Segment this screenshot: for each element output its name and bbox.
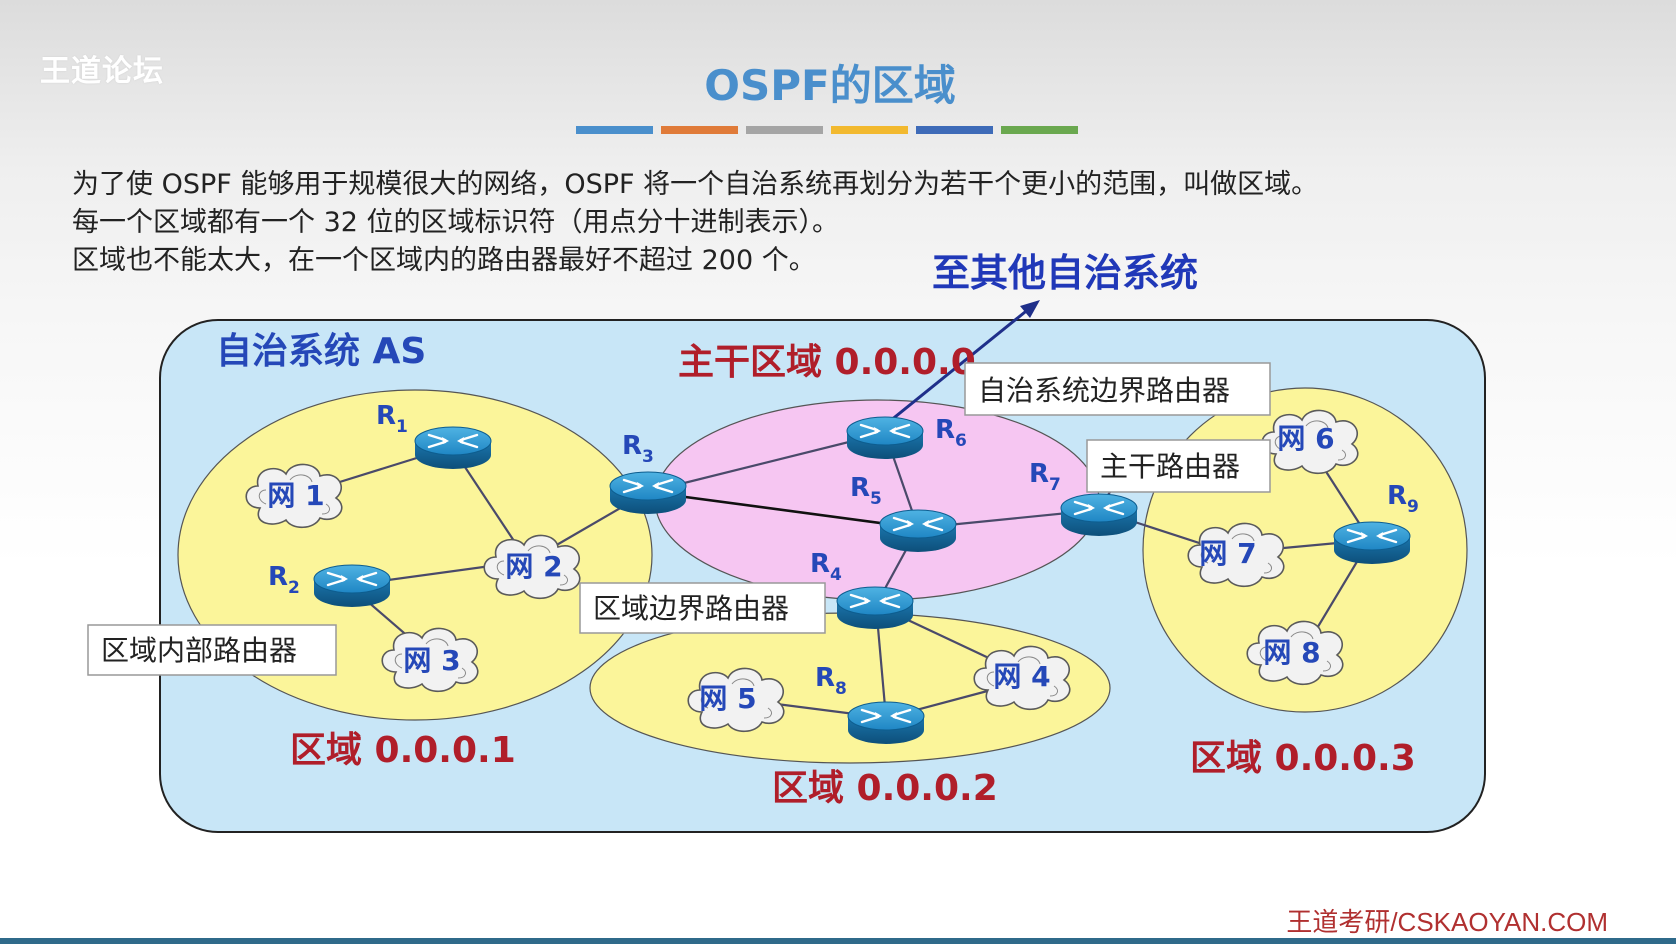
router-r5-icon <box>878 508 958 554</box>
callout-backbone-router-box <box>1086 439 1271 493</box>
router-letter: R <box>622 431 642 461</box>
network-label: 网 2 <box>505 550 562 583</box>
network-label: 网 5 <box>699 682 756 715</box>
callout-backbone-router: 主干路由器 <box>1100 450 1240 483</box>
network-label: 网 6 <box>1277 422 1334 455</box>
router-letter: R <box>268 562 288 592</box>
color-bar-segment <box>831 126 908 134</box>
router-subscript: 7 <box>1049 475 1061 495</box>
router-r3-icon <box>608 470 688 516</box>
router-letter: R <box>1387 481 1407 511</box>
area3-label: 区域 0.0.0.3 <box>1190 738 1416 779</box>
network-label: 网 4 <box>993 660 1050 693</box>
color-bar-segment <box>916 126 993 134</box>
color-bar-segment <box>661 126 738 134</box>
router-r9-icon <box>1332 520 1412 566</box>
router-r7-icon <box>1059 492 1139 538</box>
network-label: 网 7 <box>1199 537 1256 570</box>
router-r6-icon <box>845 415 925 461</box>
router-subscript: 5 <box>870 489 882 509</box>
watermark-logo: 王道论坛 <box>40 54 164 89</box>
router-subscript: 4 <box>830 565 842 585</box>
router-label-r9: R9 <box>1387 481 1419 517</box>
intro-line: 区域也不能太大，在一个区域内的路由器最好不超过 200 个。 <box>72 245 816 276</box>
to-other-as-label: 至其他自治系统 <box>932 251 1198 295</box>
router-subscript: 1 <box>396 417 408 437</box>
title-color-bar <box>576 126 1078 134</box>
intro-text: 为了使 OSPF 能够用于规模很大的网络，OSPF 将一个自治系统再划分为若干个… <box>72 166 1318 280</box>
callout-abr: 区域边界路由器 <box>593 592 789 625</box>
arrow-head-icon <box>1020 300 1040 318</box>
slide-title: OSPF的区域 <box>704 61 956 110</box>
router-letter: R <box>1029 459 1049 489</box>
router-label-r6: R6 <box>935 415 967 451</box>
arrow-to-other-as <box>884 306 1031 427</box>
router-subscript: 8 <box>835 679 847 699</box>
intro-line: 每一个区域都有一个 32 位的区域标识符（用点分十进制表示）。 <box>72 207 840 238</box>
bottom-strip <box>0 938 1676 944</box>
router-label-r7: R7 <box>1029 459 1061 495</box>
network-label: 网 3 <box>403 644 460 677</box>
callout-abr-box <box>579 582 826 634</box>
link-r3-r5 <box>647 490 919 530</box>
router-subscript: 3 <box>642 447 654 467</box>
network-label: 网 8 <box>1263 636 1320 669</box>
router-label-r4: R4 <box>810 549 842 585</box>
intro-line: 为了使 OSPF 能够用于规模很大的网络，OSPF 将一个自治系统再划分为若干个… <box>72 169 1319 200</box>
router-letter: R <box>850 473 870 503</box>
color-bar-segment <box>1001 126 1078 134</box>
router-letter: R <box>815 663 835 693</box>
router-r4-icon <box>835 585 915 631</box>
network-label: 网 1 <box>267 479 324 512</box>
router-letter: R <box>935 415 955 445</box>
color-bar-segment <box>746 126 823 134</box>
router-label-r1: R1 <box>376 401 408 437</box>
backbone-area-label: 主干区域 0.0.0.0 <box>678 342 976 383</box>
router-r1-icon <box>413 425 493 471</box>
router-r2-icon <box>312 563 392 609</box>
router-label-r5: R5 <box>850 473 882 509</box>
footer-credit: 王道考研/CSKAOYAN.COM <box>1286 907 1608 937</box>
callout-asbr-box <box>964 362 1271 416</box>
as-label: 自治系统 AS <box>216 331 426 372</box>
router-letter: R <box>376 401 396 431</box>
router-label-r2: R2 <box>268 562 300 598</box>
callout-internal-router-box <box>87 624 337 676</box>
router-label-r8: R8 <box>815 663 847 699</box>
color-bar-segment <box>576 126 653 134</box>
router-subscript: 9 <box>1407 497 1419 517</box>
area2-label: 区域 0.0.0.2 <box>772 768 998 809</box>
router-label-r3: R3 <box>622 431 654 467</box>
callout-internal-router: 区域内部路由器 <box>101 634 297 667</box>
area1-label: 区域 0.0.0.1 <box>290 730 516 771</box>
router-subscript: 6 <box>955 431 967 451</box>
router-subscript: 2 <box>288 578 300 598</box>
router-r8-icon <box>846 700 926 746</box>
callout-asbr: 自治系统边界路由器 <box>978 374 1230 407</box>
router-letter: R <box>810 549 830 579</box>
